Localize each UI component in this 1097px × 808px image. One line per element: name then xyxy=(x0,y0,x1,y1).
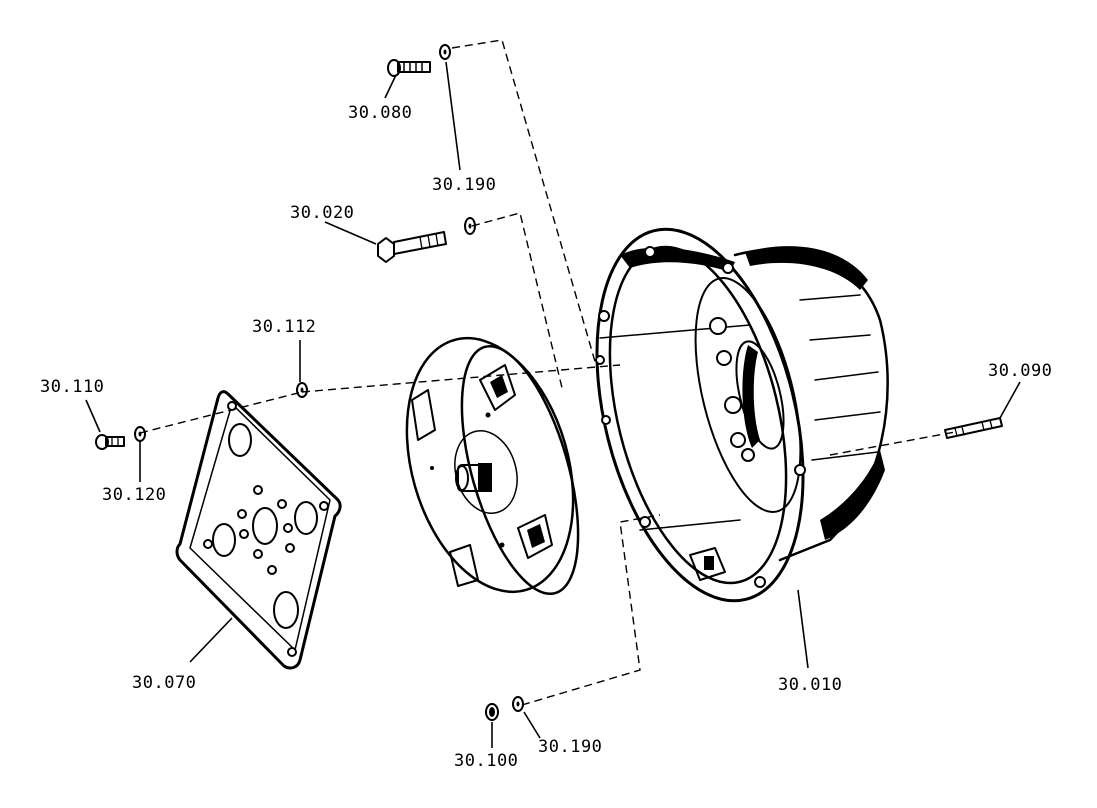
washer-30-120 xyxy=(134,426,146,442)
washer-30-112 xyxy=(296,382,308,398)
label-30-190-bottom: 30.190 xyxy=(538,737,602,757)
screw-30-110 xyxy=(95,434,125,450)
label-30-070: 30.070 xyxy=(132,673,196,693)
washer-30-190-bottom xyxy=(512,696,524,712)
bolt-30-080 xyxy=(387,59,431,77)
label-30-010: 30.010 xyxy=(778,675,842,695)
bolt-30-020 xyxy=(377,231,447,263)
label-30-112: 30.112 xyxy=(252,317,316,337)
stud-30-090 xyxy=(944,417,1003,439)
leader-lines xyxy=(85,61,1021,748)
label-30-080: 30.080 xyxy=(348,103,412,123)
label-30-110: 30.110 xyxy=(40,377,104,397)
rotor-disc xyxy=(405,336,580,596)
part-labels: 30.080 30.190 30.020 30.112 30.110 30.12… xyxy=(40,103,1052,771)
adapter-plate-30-070 xyxy=(175,390,342,670)
label-30-190-top: 30.190 xyxy=(432,175,496,195)
assembly-guide-lines xyxy=(139,39,956,706)
washer-30-190-top xyxy=(439,44,451,60)
housing-30-010 xyxy=(595,227,889,603)
label-30-090: 30.090 xyxy=(988,361,1052,381)
label-30-100: 30.100 xyxy=(454,751,518,771)
nut-30-100 xyxy=(485,703,499,721)
label-30-020: 30.020 xyxy=(290,203,354,223)
washer-30-190-mid xyxy=(464,217,476,235)
label-30-120: 30.120 xyxy=(102,485,166,505)
